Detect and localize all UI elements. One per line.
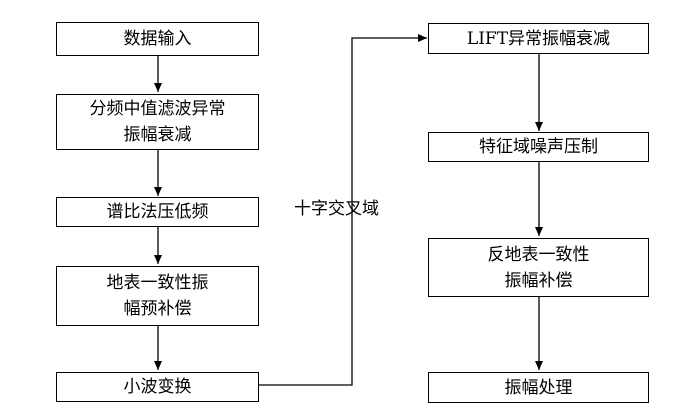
node-surface-pre-compensation-line-2: 幅预补偿 — [123, 299, 192, 319]
node-amplitude-processing-line-1: 振幅处理 — [504, 377, 573, 398]
node-spectral-ratio-line-1: 谱比法压低频 — [106, 202, 209, 222]
node-feature-noise-suppression-line-1: 特征域噪声压制 — [479, 137, 598, 157]
node-spectral-ratio: 谱比法压低频 — [56, 197, 259, 227]
node-surface-pre-compensation-text: 地表一致性振 幅预补偿 — [107, 270, 209, 322]
node-data-input: 数据输入 — [56, 22, 259, 56]
node-feature-noise-suppression: 特征域噪声压制 — [428, 132, 649, 162]
node-wavelet-transform: 小波变换 — [56, 372, 259, 402]
node-freq-median-filter: 分频中值滤波异常 振幅衰减 — [56, 94, 259, 150]
node-wavelet-transform-line-1: 小波变换 — [123, 377, 192, 397]
node-surface-pre-compensation-line-1: 地表一致性振 — [106, 273, 209, 293]
node-amplitude-processing: 振幅处理 — [428, 372, 649, 403]
node-lift-attenuation: LIFT异常振幅衰减 — [428, 23, 649, 54]
edge-label-cross-domain: 十字交叉域 — [294, 199, 379, 219]
node-inverse-surface-compensation-text: 反地表一致性 振幅补偿 — [488, 242, 590, 294]
node-inverse-surface-compensation-line-2: 振幅补偿 — [504, 270, 573, 291]
node-surface-pre-compensation: 地表一致性振 幅预补偿 — [56, 266, 259, 326]
node-inverse-surface-compensation: 反地表一致性 振幅补偿 — [428, 238, 649, 297]
node-lift-attenuation-line-1: LIFT异常振幅衰减 — [466, 28, 611, 49]
node-data-input-line-1: 数据输入 — [123, 29, 192, 49]
node-freq-median-filter-line-1: 分频中值滤波异常 — [89, 99, 226, 119]
arrow-wavelet-to-lift — [258, 34, 427, 386]
node-freq-median-filter-text: 分频中值滤波异常 振幅衰减 — [90, 96, 226, 148]
node-inverse-surface-compensation-line-1: 反地表一致性 — [487, 244, 590, 265]
node-freq-median-filter-line-2: 振幅衰减 — [123, 125, 192, 145]
